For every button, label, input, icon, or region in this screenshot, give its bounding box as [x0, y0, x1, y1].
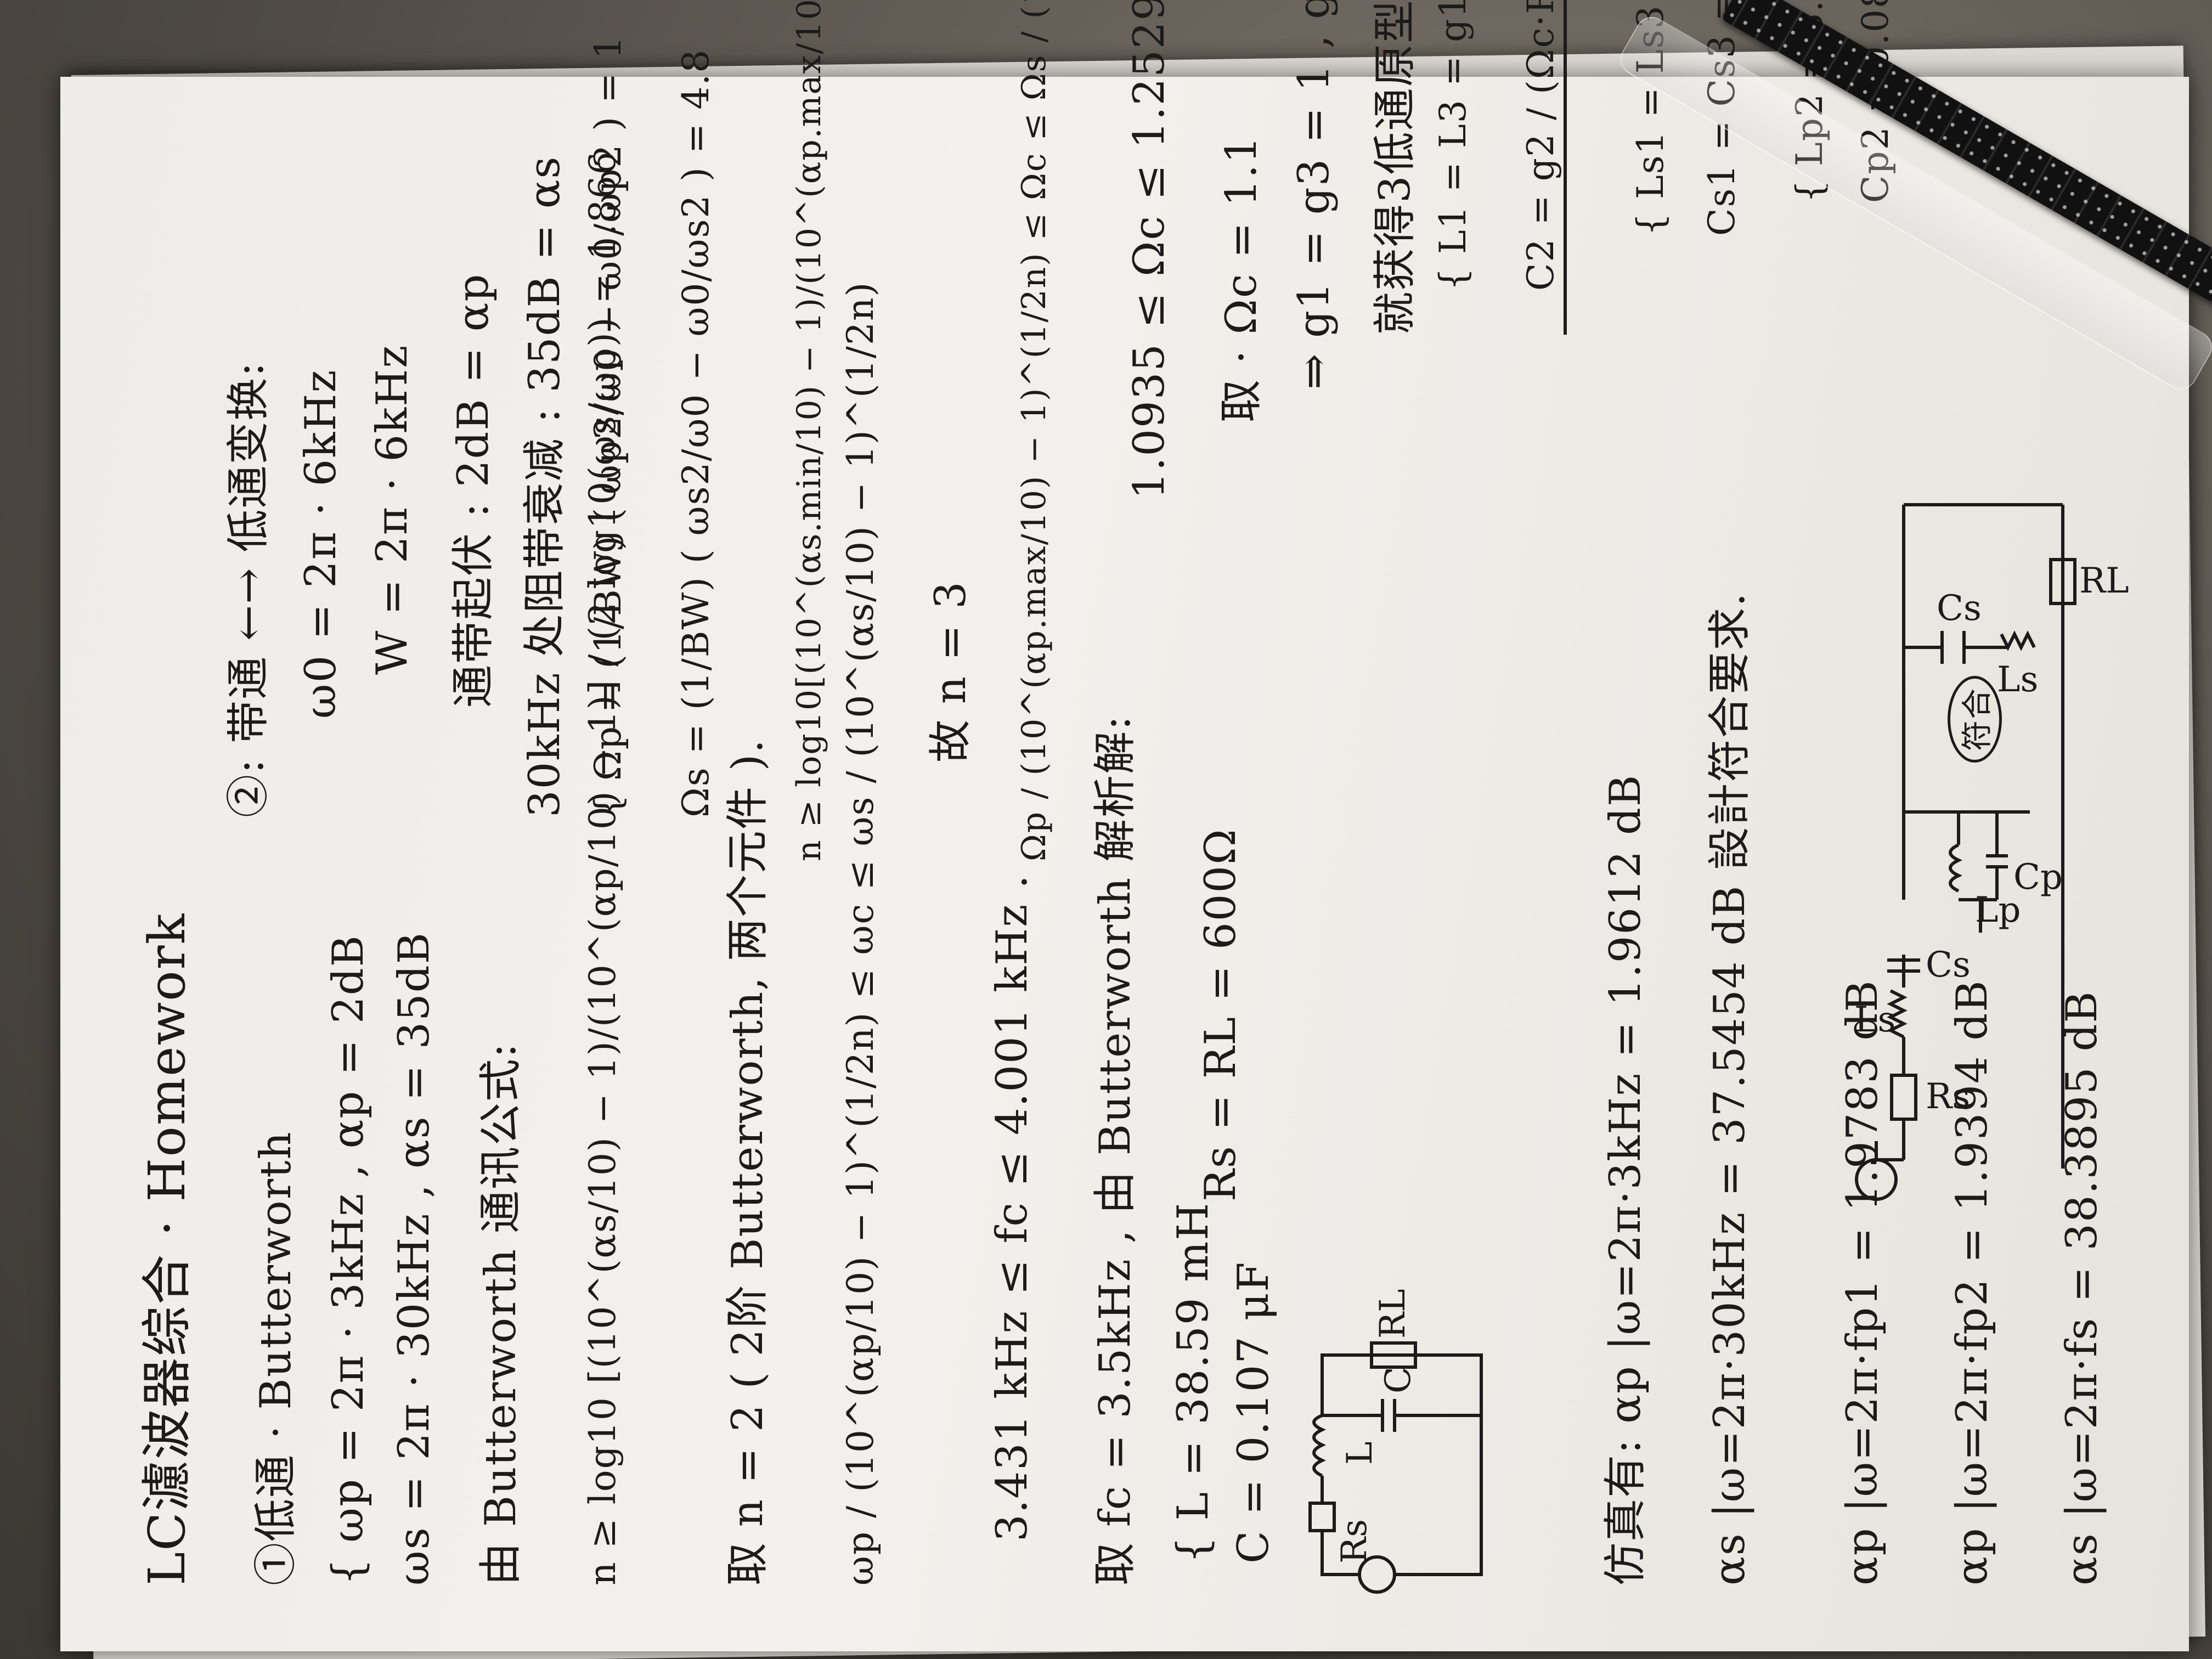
bp-return-wire [1904, 503, 2064, 1169]
bandpass-circuit-diagram: Rs Cs Ls Lp Cp Cs Ls RL [1854, 503, 2129, 1201]
omega-p-line: { Ωp = (1/BW) ( ωp2/ω0 − ω0/ωp2 ) = 1 [587, 35, 629, 817]
C2-line: C2 = g2 / (Ωc·RG) = 3.0303 mH [1520, 0, 1562, 291]
part2-header: ②: 带通 ←→ 低通变换: [224, 361, 273, 817]
bp-label-ls2: Ls [1997, 659, 2038, 700]
handwritten-notes-sheet: LC濾波器综合 · Homework ①低通 · Butterworth { ω… [60, 0, 2189, 1651]
notes-title: LC濾波器综合 · Homework [138, 912, 196, 1585]
bp-series-cs3 [1904, 631, 2008, 664]
capacitor-c [1322, 1399, 1481, 1432]
label-rl: RL [1373, 1289, 1413, 1339]
bp-label-cs2: Cs [1937, 588, 1982, 629]
label-l: L [1340, 1442, 1380, 1465]
fc-range: 3.431 kHz ≤ fc ≤ 4.001 kHz . [988, 874, 1037, 1542]
omega-c-choice: 取 · Ωc = 1.1 [1217, 135, 1266, 422]
g-values: ⇒ g1 = g3 = 1 , g2 = 2 [1289, 0, 1339, 390]
rs-rl-value: Rs = RL = 600Ω [1196, 828, 1245, 1201]
w0-line: ω0 = 2π · 6kHz [296, 369, 346, 719]
order-choice: 取 n = 2 ( 2阶 Butterworth, 两个元件 ). [723, 738, 772, 1585]
bp-inductor-ls3 [2000, 630, 2036, 651]
bp-label-rl: RL [2079, 561, 2129, 601]
bp-resistor-rs [1890, 1074, 1917, 1121]
bp-label-rs: Rs [1926, 1076, 1970, 1117]
bp-inductor-ls1 [1887, 989, 1908, 1039]
label-c: C [1378, 1367, 1419, 1393]
bp-resistor-rl [2049, 558, 2076, 605]
bp-label-cp: Cp [2013, 857, 2063, 898]
bp-label-ls: Ls [1854, 1000, 1895, 1040]
resistor-rl [1370, 1341, 1417, 1369]
part1-header: ①低通 · Butterworth [251, 1131, 301, 1585]
label-rs: Rs [1334, 1519, 1375, 1564]
bp-source-symbol [1855, 1158, 1898, 1201]
prototype-note: 就获得3低通原型参数 [1370, 0, 1420, 335]
wc-range: ωp / (10^(αp/10) − 1)^(1/2n) ≤ ωc ≤ ωs /… [839, 281, 882, 1585]
circuit-wires [1321, 1353, 1483, 1576]
lowpass-circuit-diagram: Rs L C RL [1308, 1289, 1483, 1594]
bp-main-wire [1875, 505, 1905, 1161]
C-value: C = 0.107 μF [1229, 1261, 1278, 1564]
n-choice: 故 n = 3 [926, 580, 975, 763]
bp-label-cs: Cs [1926, 945, 1971, 985]
bp-capacitor-cs1 [1887, 958, 1920, 973]
formula-intro: 由 Butterworth 通讯公式: [476, 1042, 526, 1585]
sim-alpha-p: 仿真有: αp |ω=2π·3kHz = 1.9612 dB [1601, 774, 1650, 1585]
L-value: { L = 38.59 mH [1169, 1201, 1218, 1564]
L1-L3-line: { L1 = L3 = g1,3·RG / Ωc = 545.4545H [1432, 0, 1474, 291]
bp-shunt-lp-cp [1904, 810, 2030, 933]
omega-s-line: Ωs = (1/BW) ( ωs2/ω0 − ω0/ωs2 ) = 4.8 [675, 48, 717, 817]
n-formula: n ≥ log10[(10^(αs.min/10) − 1)/(10^(αp.m… [790, 0, 828, 861]
sim-alpha-s: αs |ω=2π·30kHz = 37.5454 dB 設計符合要求. [1705, 591, 1754, 1585]
stopband-line: 30kHz 处阻带衰减 : 35dB = αs [520, 155, 569, 817]
rotated-notes-content: LC濾波器综合 · Homework ①低通 · Butterworth { ω… [60, 0, 2189, 1651]
fc-choice: 取 fc = 3.5kHz , 由 Butterworth 解析解: [1091, 714, 1140, 1585]
spec-ws-line: ωs = 2π · 30kHz , αs = 35dB [390, 931, 439, 1585]
inductor-l [1312, 1414, 1327, 1477]
omega-c-range: Ωp / (10^(αp.max/10) − 1)^(1/2n) ≤ Ωc ≤ … [1015, 0, 1053, 861]
spec-wp-line: { ωp = 2π · 3kHz , αp = 2dB [324, 934, 373, 1585]
bp-label-lp: Lp [1975, 890, 2021, 930]
passband-line: 通带起伏 : 2dB = αp [449, 273, 498, 708]
omega-c-numeric: 1.0935 ≤ Ωc ≤ 1.2529 [1125, 0, 1174, 499]
bw-line: W = 2π · 6kHz [368, 344, 417, 675]
resistor-rs [1308, 1502, 1336, 1532]
column-divider-horizontal [1564, 0, 1567, 335]
